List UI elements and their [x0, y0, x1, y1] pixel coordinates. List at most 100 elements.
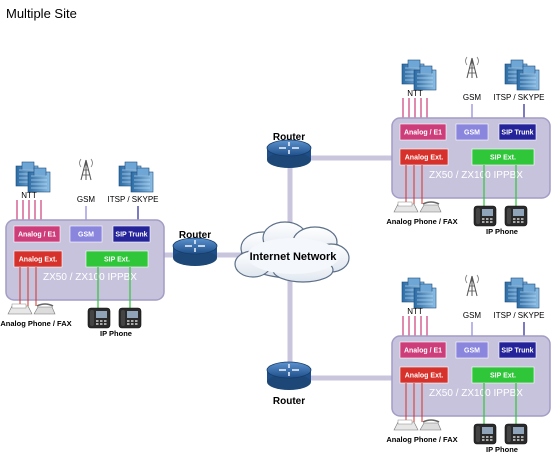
analog-e1-port — [399, 123, 447, 141]
analog-ext-port — [399, 148, 449, 166]
router-body-bottom — [267, 374, 311, 390]
ip-phone-key — [482, 436, 485, 438]
sip-trunk-port — [498, 123, 537, 141]
analog-phone-label: Analog Phone / FAX — [386, 435, 457, 444]
ip-phone-key — [100, 323, 103, 325]
ip-phone-key — [104, 320, 107, 322]
analog-ext-port — [13, 250, 63, 268]
ip-phone-key — [96, 320, 99, 322]
cloud-label: Internet Network — [250, 251, 338, 263]
ntt-label: NTT — [407, 307, 423, 316]
antenna-waves — [79, 158, 93, 168]
ip-phone-key — [490, 218, 493, 220]
gsm-port — [455, 123, 489, 141]
analog-e1-port-label: Analog / E1 — [404, 348, 442, 355]
router: Router — [172, 230, 218, 266]
router-body-bottom — [173, 250, 217, 266]
ip-phone-key — [490, 436, 493, 438]
sip-trunk-port — [112, 225, 151, 243]
cloud-fill — [247, 238, 339, 274]
ip-phone-key — [135, 320, 138, 322]
gsm-label: GSM — [463, 311, 482, 320]
server-top — [407, 59, 421, 69]
router-body-bottom — [267, 152, 311, 168]
router-top — [266, 139, 312, 157]
server-top — [419, 283, 433, 293]
ip-phone-key — [486, 436, 489, 438]
phone-handset — [422, 419, 440, 423]
sip-ext-port-label: SIP Ext. — [490, 155, 516, 162]
gsm-port-label: GSM — [78, 232, 94, 239]
ip-phone-key — [513, 439, 516, 441]
ip-phone-key — [521, 436, 524, 438]
internet-cloud: Internet Network — [234, 221, 350, 283]
analog-ext-port — [399, 366, 449, 384]
ip-phone-label: IP Phone — [486, 445, 518, 454]
ip-phone-key — [486, 221, 489, 223]
analog-ext-port-label: Analog Ext. — [19, 257, 58, 264]
gsm-label: GSM — [77, 195, 96, 204]
gsm-port — [455, 341, 489, 359]
pbx-label: ZX50 / ZX100 IPPBX — [429, 170, 523, 181]
ip-phone-handset — [507, 208, 511, 224]
server-top — [136, 167, 150, 177]
sip-trunk-port-label: SIP Trunk — [115, 232, 147, 239]
server-top — [419, 65, 433, 75]
ip-phone-key — [131, 323, 134, 325]
phone-handset — [422, 201, 440, 205]
analog-e1-port — [13, 225, 61, 243]
ip-phone-label: IP Phone — [486, 227, 518, 236]
ip-phone-key — [517, 436, 520, 438]
ip-phone-key — [521, 221, 524, 223]
ip-phone-screen — [482, 209, 493, 216]
ip-phone-key — [482, 218, 485, 220]
sip-ext-port-label: SIP Ext. — [104, 257, 130, 264]
analog-phone-label: Analog Phone / FAX — [0, 319, 71, 328]
gsm-port-label: GSM — [464, 130, 480, 137]
server-top — [33, 167, 47, 177]
ip-phone-key — [490, 439, 493, 441]
phone-body — [419, 204, 442, 213]
server-top — [522, 65, 536, 75]
fax-paper — [397, 201, 413, 207]
server-top — [407, 277, 421, 287]
sip-trunk-port-label: SIP Trunk — [501, 130, 533, 137]
antenna-waves — [465, 56, 479, 66]
ip-phone-key — [104, 323, 107, 325]
server-top — [522, 283, 536, 293]
ip-phone-key — [131, 320, 134, 322]
ip-phone-key — [517, 221, 520, 223]
fax-paper — [11, 303, 27, 309]
sip-trunk-port-label: SIP Trunk — [501, 348, 533, 355]
ip-phone-key — [513, 218, 516, 220]
pbx-label: ZX50 / ZX100 IPPBX — [429, 388, 523, 399]
router: Router — [266, 132, 312, 168]
phone-handset — [36, 303, 54, 307]
ip-phone-key — [486, 218, 489, 220]
antenna-waves — [465, 274, 479, 284]
sip-trunk-port — [498, 341, 537, 359]
ip-phone-key — [127, 320, 130, 322]
analog-ext-port-label: Analog Ext. — [405, 155, 444, 162]
ntt-label: NTT — [407, 89, 423, 98]
router: Router — [266, 361, 312, 407]
ip-phone-handset — [90, 310, 94, 326]
pbx-label: ZX50 / ZX100 IPPBX — [43, 272, 137, 283]
ip-phone-key — [513, 436, 516, 438]
itsp-label: ITSP / SKYPE — [494, 311, 545, 320]
router-top — [266, 361, 312, 379]
sip-ext-port — [471, 366, 535, 384]
ip-phone-key — [513, 221, 516, 223]
server-top — [124, 161, 138, 171]
ip-phone-label: IP Phone — [100, 329, 132, 338]
ip-phone-screen — [513, 427, 524, 434]
phone-body — [33, 306, 56, 315]
page-title: Multiple Site — [6, 6, 77, 21]
gsm-port — [69, 225, 103, 243]
analog-e1-port-label: Analog / E1 — [18, 232, 56, 239]
ip-phone-handset — [476, 208, 480, 224]
